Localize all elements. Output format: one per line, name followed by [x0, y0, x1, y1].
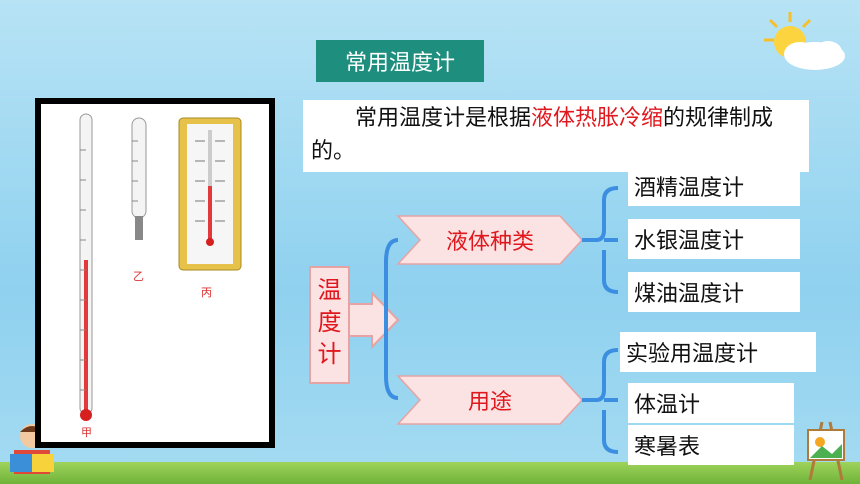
sun-cloud-icon — [764, 12, 845, 70]
thermometer-yi-icon — [131, 117, 147, 240]
item-alcohol-thermometer: 酒精温度计 — [628, 166, 800, 206]
liquid-type-bracket — [582, 186, 619, 294]
item-kerosene-thermometer: 煤油温度计 — [628, 272, 800, 312]
usage-pill-shape — [396, 375, 584, 425]
trunk-line — [384, 238, 399, 400]
thermometer-jia-icon — [79, 113, 93, 421]
thermometer-image: 甲 乙 — [41, 104, 269, 442]
description-text: 常用温度计是根据液体热胀冷缩的规律制成的。 — [303, 100, 809, 172]
easel-icon — [807, 421, 845, 481]
label-jia: 甲 — [81, 426, 92, 439]
item-weather-thermometer: 寒暑表 — [628, 425, 794, 465]
item-mercury-thermometer: 水银温度计 — [628, 219, 800, 259]
label-bing: 丙 — [201, 286, 212, 299]
center-node-thermometer: 温度计 — [309, 266, 350, 384]
ground-decoration — [0, 462, 860, 484]
item-lab-thermometer: 实验用温度计 — [620, 332, 816, 372]
description-prefix: 常用温度计是根据 — [355, 106, 532, 131]
usage-bracket — [582, 348, 619, 454]
page-title: 常用温度计 — [316, 40, 484, 82]
center-arrow — [347, 290, 400, 350]
branch-usage: 用途 — [467, 390, 512, 415]
liquid-type-pill-shape — [396, 215, 584, 265]
thermometer-bing-icon — [178, 117, 242, 271]
item-clinical-thermometer: 体温计 — [628, 383, 794, 423]
branch-liquid-type: 液体种类 — [445, 230, 534, 255]
description-suffix: 的规律制成的。 — [311, 106, 774, 164]
thermometer-image-panel: 甲 乙 — [35, 98, 275, 448]
label-yi: 乙 — [133, 270, 144, 283]
description-highlight: 液体热胀冷缩 — [531, 106, 664, 131]
